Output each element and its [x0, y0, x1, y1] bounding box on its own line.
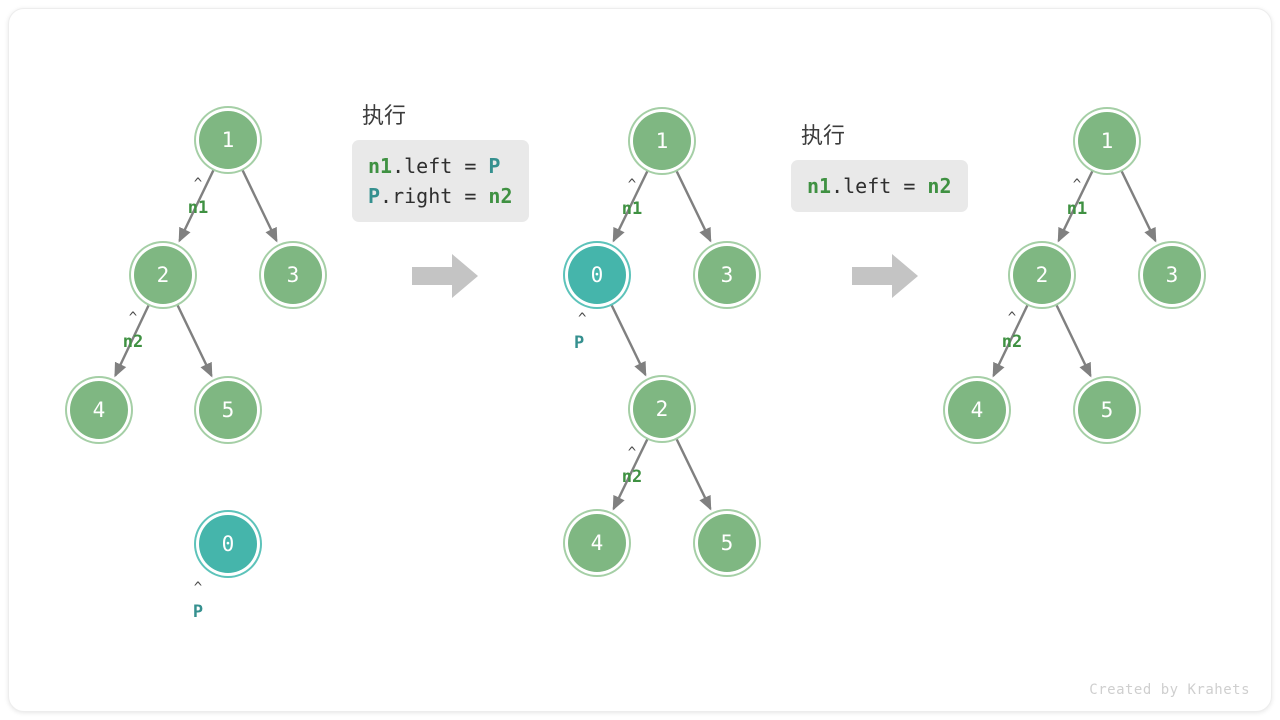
code-line: n1.left = P	[368, 151, 513, 181]
code-token: .left =	[831, 174, 928, 198]
pointer-label-n2: ^ n2	[103, 310, 163, 352]
step-block-arrow-icon	[852, 252, 920, 305]
tree-edge	[674, 169, 712, 243]
code-token: n2	[488, 184, 513, 208]
tree-node-0: 0	[199, 515, 257, 573]
code-token: .right =	[380, 184, 489, 208]
tree-node-3: 3	[698, 246, 756, 304]
pointer-name: n2	[1001, 332, 1023, 352]
code-line: P.right = n2	[368, 181, 513, 211]
pointer-name: P	[574, 333, 585, 353]
tree-node-2: 2	[633, 380, 691, 438]
tree-node-5: 5	[698, 514, 756, 572]
step-title: 执行	[801, 123, 846, 148]
pointer-name: n1	[187, 198, 209, 218]
tree-edge	[674, 437, 712, 511]
pointer-caret-icon: ^	[1072, 177, 1082, 193]
step-title: 执行	[362, 103, 407, 128]
tree-node-1: 1	[633, 112, 691, 170]
step-code-block: n1.left = n2	[791, 160, 968, 212]
pointer-name: n2	[122, 332, 144, 352]
code-token: P	[368, 184, 381, 208]
pointer-caret-icon: ^	[128, 310, 138, 326]
pointer-label-n1: ^ n1	[1047, 177, 1107, 219]
tree-node-1: 1	[199, 111, 257, 169]
code-token: P	[488, 154, 501, 178]
pointer-caret-icon: ^	[193, 176, 203, 192]
tree-node-5: 5	[199, 381, 257, 439]
watermark: Created by Krahets	[1089, 682, 1250, 698]
pointer-label-n1: ^ n1	[602, 177, 662, 219]
tree-node-2: 2	[1013, 246, 1071, 304]
pointer-label-p: ^P	[168, 580, 228, 622]
code-token: n1	[807, 174, 832, 198]
pointer-caret-icon: ^	[193, 580, 203, 596]
tree-node-4: 4	[948, 381, 1006, 439]
tree-edge	[240, 168, 278, 243]
tree-node-2: 2	[134, 246, 192, 304]
code-token: n2	[927, 174, 952, 198]
tree-node-4: 4	[70, 381, 128, 439]
tree-edge	[609, 303, 647, 377]
pointer-caret-icon: ^	[627, 177, 637, 193]
tree-node-4: 4	[568, 514, 626, 572]
pointer-name: n1	[1066, 199, 1088, 219]
code-token: n1	[368, 154, 393, 178]
step-block-arrow-icon	[412, 252, 480, 305]
pointer-name: P	[192, 602, 204, 622]
pointer-name: n2	[621, 467, 643, 487]
pointer-caret-icon: ^	[627, 445, 637, 461]
tree-node-0: 0	[568, 246, 626, 304]
tree-node-5: 5	[1078, 381, 1136, 439]
tree-edge	[175, 303, 213, 378]
tree-edge	[1119, 169, 1157, 243]
pointer-label-n1: ^ n1	[168, 176, 228, 218]
tree-node-3: 3	[1143, 246, 1201, 304]
code-line: n1.left = n2	[807, 171, 952, 201]
pointer-label-p: ^P	[574, 311, 614, 353]
tree-node-3: 3	[264, 246, 322, 304]
tree-edge	[1054, 303, 1092, 378]
pointer-caret-icon: ^	[578, 311, 587, 327]
pointer-label-n2: ^ n2	[982, 310, 1042, 352]
tree-node-1: 1	[1078, 112, 1136, 170]
pointer-label-n2: ^ n2	[602, 445, 662, 487]
pointer-name: n1	[621, 199, 643, 219]
pointer-caret-icon: ^	[1007, 310, 1017, 326]
code-token: .left =	[392, 154, 489, 178]
